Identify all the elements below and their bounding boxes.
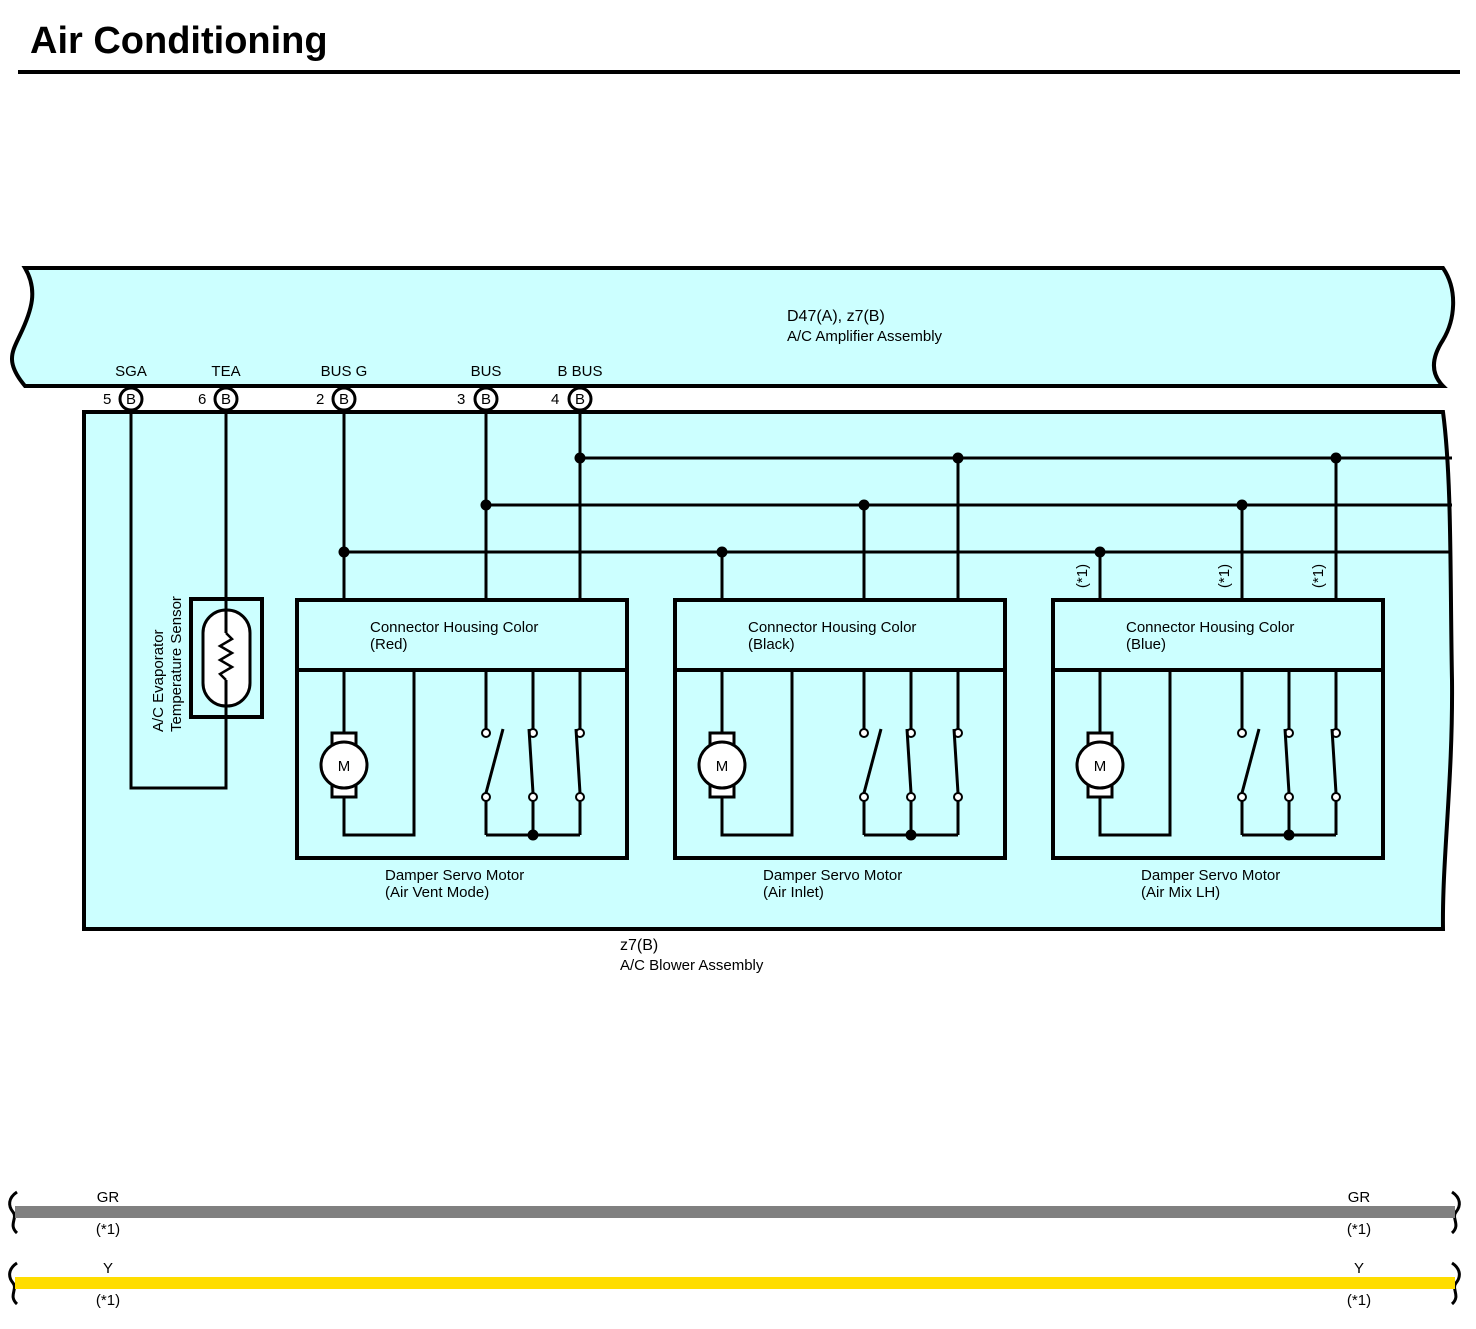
junction-dots [338, 452, 1342, 558]
legend-code-gr-right: GR [1348, 1189, 1371, 1206]
servo-motor-name: Damper Servo Motor [1141, 867, 1280, 884]
wire-legend-gr: GR GR (*1) (*1) [8, 1189, 1461, 1238]
motor-icon [1075, 740, 1125, 790]
servo-motor-mode: (Air Vent Mode) [385, 884, 489, 901]
terminal-pin-sga: 5 B [103, 386, 144, 412]
servo-motor-mode: (Air Inlet) [763, 884, 824, 901]
servo-motor-name: Damper Servo Motor [763, 867, 902, 884]
switch-contact [905, 728, 913, 794]
switch-contact [1240, 728, 1261, 794]
junction-dot [1283, 829, 1295, 841]
junction-dot [905, 829, 917, 841]
blower-name-label: A/C Blower Assembly [620, 957, 764, 974]
svg-text:6: 6 [198, 391, 206, 408]
housing-color-label: Connector Housing Color [1126, 619, 1294, 636]
housing-color-value: (Red) [370, 636, 408, 653]
motor-icon [319, 740, 369, 790]
svg-text:B: B [126, 391, 136, 408]
terminal-pin-tea: 6 B [198, 386, 239, 412]
switch-contact [862, 728, 883, 794]
legend-note-y-left: (*1) [96, 1292, 120, 1309]
legend-code-y-right: Y [1354, 1260, 1364, 1277]
note-marker-1: (*1) [1074, 564, 1091, 588]
legend-note-gr-right: (*1) [1347, 1221, 1371, 1238]
svg-text:B: B [339, 391, 349, 408]
motor-symbol: M [716, 758, 729, 775]
motor-symbol: M [1094, 758, 1107, 775]
motor-icon [697, 740, 747, 790]
svg-text:5: 5 [103, 391, 111, 408]
servo-motor-mode: (Air Mix LH) [1141, 884, 1220, 901]
terminal-pin-bus: 3 B [457, 386, 499, 412]
svg-text:B: B [575, 391, 585, 408]
housing-color-label: Connector Housing Color [370, 619, 538, 636]
terminal-name-b-bus: B BUS [557, 363, 602, 380]
bus-lines [344, 456, 1452, 600]
svg-text:4: 4 [551, 391, 559, 408]
legend-code-y-left: Y [103, 1260, 113, 1277]
terminal-name-bus-g: BUS G [321, 363, 368, 380]
evaporator-temperature-sensor [189, 412, 264, 788]
switch-contact [952, 728, 960, 794]
terminal-pin-bus-g: 2 B [316, 386, 357, 412]
blower-connector-label: z7(B) [620, 937, 658, 954]
legend-note-gr-left: (*1) [96, 1221, 120, 1238]
terminal-name-sga: SGA [115, 363, 147, 380]
svg-text:B: B [481, 391, 491, 408]
svg-text:2: 2 [316, 391, 324, 408]
junction-dot [527, 829, 539, 841]
note-marker-3: (*1) [1310, 564, 1327, 588]
switch-contact [484, 728, 505, 794]
switch-contact [574, 728, 582, 794]
legend-code-gr-left: GR [97, 1189, 120, 1206]
motor-symbol: M [338, 758, 351, 775]
note-marker-2: (*1) [1216, 564, 1233, 588]
terminal-name-tea: TEA [211, 363, 240, 380]
amplifier-connector-label: D47(A), z7(B) [787, 308, 885, 325]
amplifier-name-label: A/C Amplifier Assembly [787, 328, 943, 345]
svg-text:B: B [221, 391, 231, 408]
servo-motor-name: Damper Servo Motor [385, 867, 524, 884]
sensor-label-line1: A/C Evaporator [150, 629, 167, 732]
switch-contact [527, 728, 535, 794]
housing-color-value: (Blue) [1126, 636, 1166, 653]
legend-note-y-right: (*1) [1347, 1292, 1371, 1309]
terminal-pin-b-bus: 4 B [551, 386, 593, 412]
switch-contact [1330, 728, 1338, 794]
svg-text:3: 3 [457, 391, 465, 408]
wire-legend-y: Y Y (*1) (*1) [8, 1260, 1461, 1309]
housing-color-value: (Black) [748, 636, 795, 653]
switch-contact [1283, 728, 1291, 794]
sensor-label-line2: Temperature Sensor [168, 596, 185, 732]
servo-motor-unit: Connector Housing Color(Black) M Damper Se… [673, 598, 1007, 901]
servo-motor-unit: Connector Housing Color(Red) M Damper Serv… [295, 598, 629, 901]
amplifier-assembly-box [10, 266, 1456, 388]
terminal-name-bus: BUS [471, 363, 502, 380]
housing-color-label: Connector Housing Color [748, 619, 916, 636]
page-title: Air Conditioning [30, 20, 328, 62]
servo-motor-unit: Connector Housing Color(Blue) M Damper Ser… [1051, 598, 1385, 901]
